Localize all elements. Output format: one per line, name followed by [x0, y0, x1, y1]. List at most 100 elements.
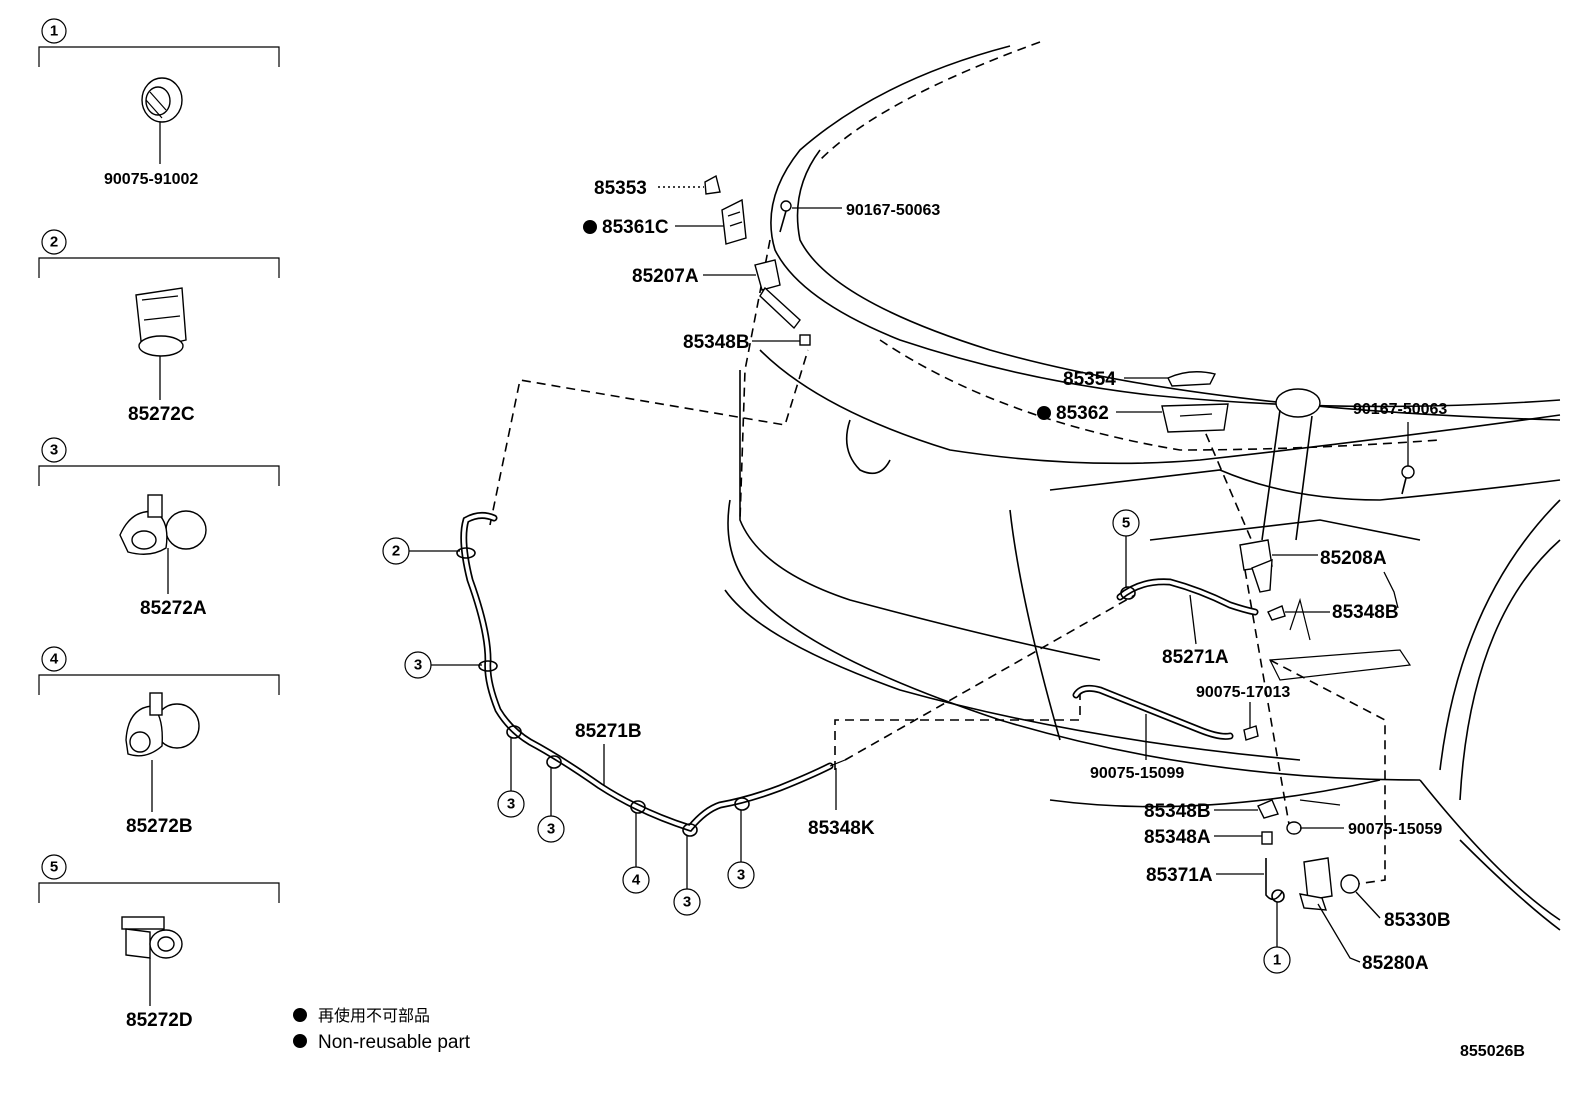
note-jp-text: 再使用不可部品 [318, 1006, 430, 1025]
hose-clamp-b-icon [125, 692, 200, 757]
callout-90167-right-text: 90167-50063 [1353, 401, 1447, 418]
ref-circle-1-number: 1 [1273, 952, 1281, 969]
legend-panel-2-part: 85272C [128, 404, 195, 425]
nozzle-85208A [1239, 539, 1273, 593]
ref-circle-3a: 3 [404, 651, 482, 679]
ref-circle-3b-number: 3 [507, 796, 515, 813]
hose-clip-icon [135, 287, 187, 357]
routing-dashed-lines [489, 239, 1386, 886]
ref-circle-1: 1 [1263, 902, 1291, 974]
ref-circle-2-number: 2 [392, 543, 400, 560]
non-reusable-marker-2 [1037, 406, 1051, 420]
grommet-85330B [1340, 874, 1360, 894]
legend-panel-5-number: 5 [50, 859, 58, 876]
retainer-clip-icon [121, 916, 183, 959]
callout-85371A-text: 85371A [1146, 865, 1213, 886]
callout-90075-15099-text: 90075-15099 [1090, 765, 1184, 782]
hose-90075-15099 [1072, 684, 1234, 740]
clamp-icon [141, 77, 183, 123]
ref-circle-2: 2 [382, 537, 460, 565]
callout-85271B: 85271B [575, 721, 642, 786]
callout-90075-15099: 90075-15099 [1090, 714, 1184, 782]
nozzle-cover-85361C [721, 198, 747, 245]
bolt-90167-top [779, 200, 792, 233]
connector-90075-17013 [1243, 725, 1259, 741]
pump-85280A [1299, 857, 1333, 911]
joint-85348B-top [799, 334, 811, 346]
callout-85271B-text: 85271B [575, 721, 642, 742]
callout-85271A: 85271A [1162, 594, 1229, 668]
callout-85348B-mid: 85348B [1285, 602, 1399, 623]
non-reusable-marker [583, 220, 597, 234]
callout-85207A: 85207A [632, 266, 756, 287]
hose-clamp-icon [119, 494, 207, 555]
callout-85348B-top-text: 85348B [683, 332, 750, 353]
legend-panel-2: 2 85272C [38, 229, 280, 425]
callout-85348B-low-text: 85348B [1144, 801, 1211, 822]
callout-85371A: 85371A [1146, 865, 1264, 886]
non-reusable-note: 再使用不可部品 Non-reusable part [293, 1006, 471, 1053]
washer-tank-inlet [1261, 388, 1321, 541]
bolt-90167-right [1401, 465, 1415, 495]
callout-85208A-text: 85208A [1320, 548, 1387, 569]
ref-circle-3a-number: 3 [414, 657, 422, 674]
callout-85353: 85353 [594, 178, 704, 199]
legend-panel-4-part: 85272B [126, 816, 193, 837]
ref-circle-4-number: 4 [632, 872, 641, 889]
callout-90075-17013: 90075-17013 [1196, 684, 1290, 728]
callout-85361C: 85361C [583, 217, 724, 238]
callout-90167-top: 90167-50063 [792, 202, 940, 219]
legend-panel-5-part: 85272D [126, 1010, 193, 1031]
hose-85271B [460, 511, 846, 833]
callout-85362: 85362 [1037, 403, 1162, 424]
callout-85362-text: 85362 [1056, 403, 1109, 424]
callout-85348K: 85348K [808, 768, 875, 839]
legend-panel-3-number: 3 [50, 442, 58, 459]
legend-panel-4-number: 4 [50, 651, 59, 668]
diagram-id: 855026B [1460, 1043, 1525, 1060]
callout-85354: 85354 [1063, 369, 1168, 390]
grommet-90075-15059 [1286, 821, 1302, 835]
nozzle-85353 [704, 174, 721, 195]
legend-panel-1: 1 90075-91002 [38, 18, 280, 188]
callout-85353-text: 85353 [594, 178, 647, 199]
ref-circle-3e-number: 3 [737, 867, 745, 884]
legend-panel-1-part: 90075-91002 [104, 171, 198, 188]
vehicle-body-outline [724, 41, 1561, 931]
cap-85354 [1167, 371, 1217, 387]
callout-85271A-text: 85271A [1162, 647, 1229, 668]
note-en-text: Non-reusable part [318, 1032, 471, 1053]
callout-85330B-text: 85330B [1384, 910, 1451, 931]
cover-85362 [1161, 403, 1229, 433]
callout-85354-text: 85354 [1063, 369, 1116, 390]
legend-panel-2-number: 2 [50, 234, 58, 251]
callout-85348K-text: 85348K [808, 818, 875, 839]
note-bullet-en [293, 1034, 307, 1048]
callout-85348B-top: 85348B [683, 332, 800, 353]
ref-circle-3d: 3 [673, 836, 701, 916]
callout-85348A: 85348A [1144, 827, 1262, 848]
callout-85280A: 85280A [1317, 903, 1429, 974]
legend-panel-5: 5 85272D [38, 854, 280, 1031]
note-bullet-jp [293, 1008, 307, 1022]
ref-circle-3c: 3 [537, 768, 565, 843]
ref-circle-3e: 3 [727, 810, 755, 889]
hose-85271A [1116, 578, 1259, 616]
legend-panel-4: 4 85272B [38, 646, 280, 837]
callout-90075-17013-text: 90075-17013 [1196, 684, 1290, 701]
nozzle-85207A [754, 259, 801, 330]
callout-85348B-mid-text: 85348B [1332, 602, 1399, 623]
ref-circle-5-number: 5 [1122, 515, 1130, 532]
hose-clamp-rings [456, 547, 1285, 903]
legend-panel-3: 3 85272A [38, 437, 280, 619]
joint-85348B-mid [1267, 605, 1286, 621]
callout-85348B-low: 85348B [1144, 801, 1258, 822]
joint-85348B-low [1257, 799, 1279, 819]
legend-panel-1-number: 1 [50, 23, 58, 40]
callout-85207A-text: 85207A [632, 266, 699, 287]
callout-85208A: 85208A [1272, 548, 1399, 609]
callout-90167-top-text: 90167-50063 [846, 202, 940, 219]
callout-90167-right: 90167-50063 [1353, 401, 1447, 466]
callout-85330B: 85330B [1355, 891, 1451, 931]
